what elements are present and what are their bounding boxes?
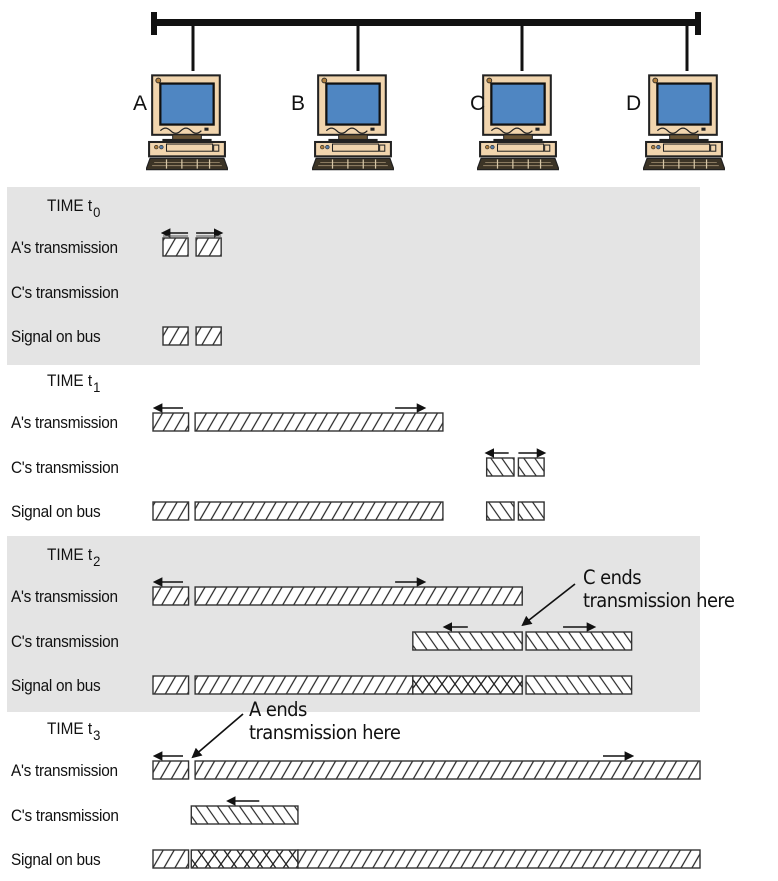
signal-segment-cross: [412, 675, 523, 695]
signal-segment-back: [517, 501, 545, 521]
time-label: TIME t3: [47, 720, 100, 743]
time-label: TIME t0: [47, 197, 100, 220]
time-subscript: 2: [93, 553, 101, 569]
signal-segment-back: [517, 457, 545, 477]
row-label-c: C's transmission: [11, 633, 119, 651]
signal-segment-forward: [152, 501, 190, 521]
signal-segment-forward: [152, 760, 190, 780]
row-label-a: A's transmission: [11, 588, 118, 606]
signal-segment-forward: [152, 849, 190, 869]
signal-segment-forward: [194, 412, 444, 432]
signal-segment-forward: [194, 675, 414, 695]
signal-segment-back: [190, 805, 299, 825]
signal-segment-back: [525, 675, 633, 695]
time-prefix: TIME t: [47, 546, 93, 564]
signal-segment-forward: [152, 412, 190, 432]
signal-segment-forward: [162, 326, 189, 346]
signal-segment-forward: [152, 675, 190, 695]
signal-segment-back: [485, 457, 515, 477]
row-label-c: C's transmission: [11, 807, 119, 825]
row-label-c: C's transmission: [11, 284, 119, 302]
node-label-c: C: [470, 92, 486, 115]
time-label: TIME t1: [47, 372, 100, 395]
signal-segment-forward: [162, 237, 189, 257]
annotation-line1: C ends: [583, 566, 642, 589]
bus-drop-d: [685, 25, 689, 71]
row-label-signal: Signal on bus: [11, 503, 101, 521]
signal-segment-forward: [194, 501, 444, 521]
bus-line: [151, 19, 701, 26]
bus-terminator-right: [695, 12, 701, 35]
signal-segment-forward: [152, 586, 190, 606]
row-label-signal: Signal on bus: [11, 328, 101, 346]
signal-segment-back: [412, 631, 523, 651]
row-label-a: A's transmission: [11, 239, 118, 257]
time-prefix: TIME t: [47, 720, 93, 738]
panel-background: [7, 187, 700, 365]
signal-segment-cross: [190, 849, 299, 869]
node-label-d: D: [626, 92, 642, 115]
bus-drop-c: [520, 25, 524, 71]
row-label-c: C's transmission: [11, 459, 119, 477]
time-label: TIME t2: [47, 546, 100, 569]
node-label-b: B: [291, 92, 306, 115]
annotation-line2: transmission here: [583, 589, 735, 612]
time-prefix: TIME t: [47, 197, 93, 215]
row-label-a: A's transmission: [11, 762, 118, 780]
row-label-signal: Signal on bus: [11, 677, 101, 695]
signal-segment-forward: [194, 760, 701, 780]
annotation-line1: A ends: [249, 698, 307, 721]
row-label-a: A's transmission: [11, 414, 118, 432]
node-label-a: A: [133, 92, 148, 115]
signal-segment-back: [485, 501, 515, 521]
time-subscript: 0: [93, 204, 101, 220]
row-label-signal: Signal on bus: [11, 851, 101, 869]
annotation-pointer-arrow-icon: [191, 713, 244, 759]
bus-terminator-left: [151, 12, 157, 35]
network-topology: [146, 12, 725, 171]
signal-segment-forward: [194, 586, 523, 606]
bus-drop-b: [356, 25, 360, 71]
bus-drop-a: [191, 25, 195, 71]
time-subscript: 1: [93, 379, 101, 395]
signal-segment-forward: [195, 237, 222, 257]
time-prefix: TIME t: [47, 372, 93, 390]
annotation-line2: transmission here: [249, 721, 401, 744]
signal-segment-back: [525, 631, 633, 651]
signal-segment-forward: [195, 326, 222, 346]
signal-segment-forward: [297, 849, 701, 869]
time-subscript: 3: [93, 727, 101, 743]
annotation-pointer-arrow-icon: [521, 583, 576, 627]
